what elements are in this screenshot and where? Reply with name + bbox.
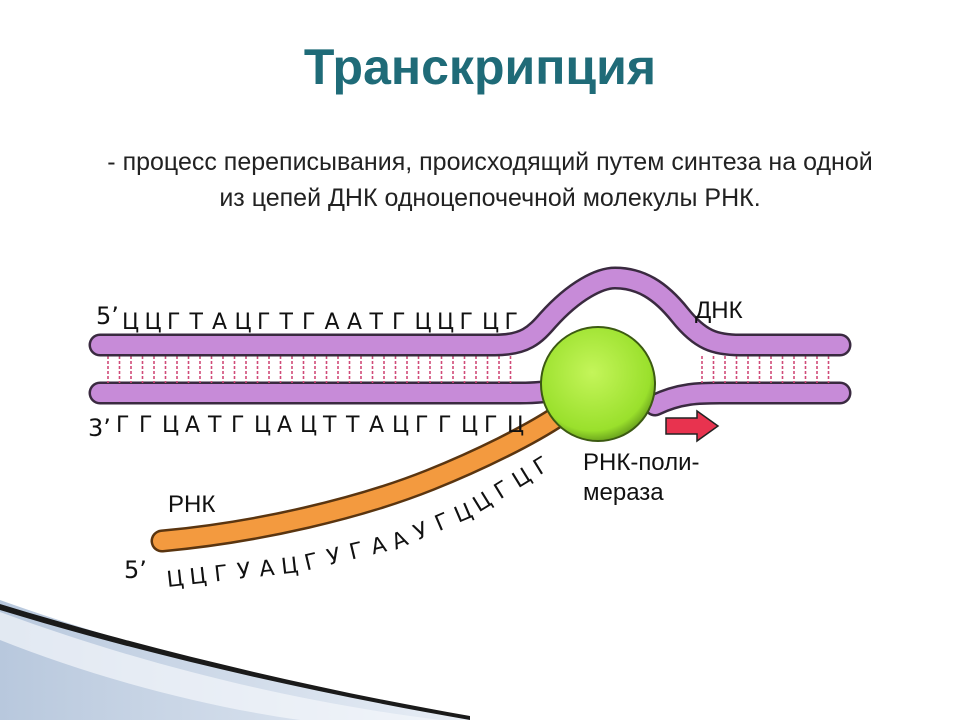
nucleotide: Ц [188,564,208,591]
nucleotide: Ц [165,566,185,593]
nucleotide: Т [189,310,204,335]
nucleotide: У [410,517,433,545]
rna-strand-end-label: 5’ [124,556,147,584]
nucleotide: Ц [437,310,454,335]
nucleotide: А [185,413,200,438]
nucleotide: Ц [145,310,162,335]
nucleotide: Т [322,413,337,438]
polymerase-label-line1: РНК-поли- [583,449,700,476]
nucleotide: У [325,543,344,571]
nucleotide: Ц [162,413,179,438]
nucleotide: Ц [280,553,300,580]
dna-coding-strand [88,266,852,357]
nucleotide: Г [438,413,451,438]
nucleotide: Г [505,310,518,335]
nucleotide: Г [415,413,428,438]
nucleotide: У [236,559,253,585]
nucleotide: Г [392,310,405,335]
nucleotide: А [325,310,340,335]
nucleotide: Ц [300,413,317,438]
nucleotide: Г [116,413,129,438]
polymerase-label-line2: мераза [583,479,664,506]
nucleotide: Г [460,310,473,335]
nucleotide: Г [302,310,315,335]
bottom-strand-end-label: 3’ [88,414,111,442]
nucleotide: А [212,310,227,335]
nucleotide: Г [431,509,453,537]
nucleotide: Г [257,310,270,335]
nucleotide: Г [490,476,515,504]
nucleotide: Г [167,310,180,335]
nucleotide: Ц [392,413,409,438]
nucleotide: Ц [254,413,271,438]
rna-strand [150,403,572,553]
nucleotide: А [258,556,276,583]
slide-definition: - процесс переписывания, происходящий пу… [107,148,873,212]
nucleotide: Г [302,549,321,576]
nucleotide: Т [207,413,222,438]
nucleotide: А [369,532,389,560]
nucleotide: Г [231,413,244,438]
nucleotide: Г [529,452,554,480]
nucleotide: Г [139,413,152,438]
nucleotide: Г [213,561,229,587]
rna-polymerase [540,326,656,442]
nucleotide: Г [347,538,366,565]
nucleotide: А [347,310,362,335]
nucleotide: Ц [469,487,497,517]
dna-template-strand [88,368,852,417]
nucleotide: Ц [415,310,432,335]
nucleotide: Т [279,310,294,335]
nucleotide: Т [369,310,384,335]
nucleotide: Г [484,413,497,438]
corner-decoration [0,600,470,720]
slide-title: Транскрипция [303,39,657,95]
nucleotide: Ц [508,463,536,493]
nucleotide: А [388,526,412,555]
nucleotide: Т [345,413,360,438]
nucleotide: Ц [122,310,139,335]
nucleotide: Ц [461,413,478,438]
dna-label: ДНК [695,297,743,324]
nucleotide: А [369,413,384,438]
nucleotide: Ц [482,310,499,335]
nucleotide: Ц [235,310,252,335]
rna-label: РНК [168,491,215,518]
top-strand-end-label: 5’ [96,302,119,330]
nucleotide: Ц [507,413,524,438]
right-arrow-icon [665,409,720,443]
base-pair-rungs [107,356,830,383]
nucleotide: А [277,413,292,438]
